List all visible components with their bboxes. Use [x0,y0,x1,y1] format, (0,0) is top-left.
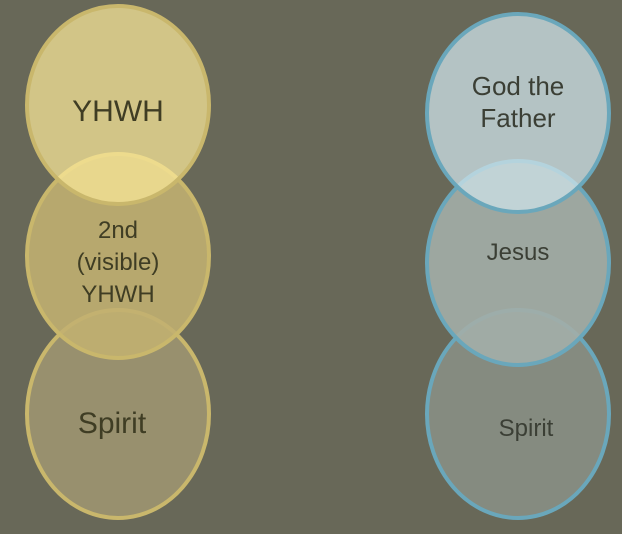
label-right-spirit: Spirit [436,415,616,443]
label-yhwh: YHWH [28,95,208,130]
label-yhwh-line: YHWH [72,95,164,128]
label-right-spirit-line: Spirit [498,415,554,442]
label-jesus: Jesus [428,239,608,267]
left-circle-yhwh [25,4,211,206]
label-second-yhwh: 2nd (visible) YHWH [28,215,208,311]
right-circle-father [425,12,611,214]
label-jesus-line: Jesus [486,239,550,266]
label-left-spirit: Spirit [22,407,202,442]
label-god-the-father: God the Father [428,70,608,134]
label-second-yhwh-line-1: 2nd [97,217,139,244]
label-second-yhwh-line-2: (visible) [76,249,160,276]
label-left-spirit-line: Spirit [77,407,147,440]
label-father-line-2: Father [480,103,556,133]
label-second-yhwh-line-3: YHWH [81,281,155,308]
label-father-line-1: God the [471,71,565,101]
